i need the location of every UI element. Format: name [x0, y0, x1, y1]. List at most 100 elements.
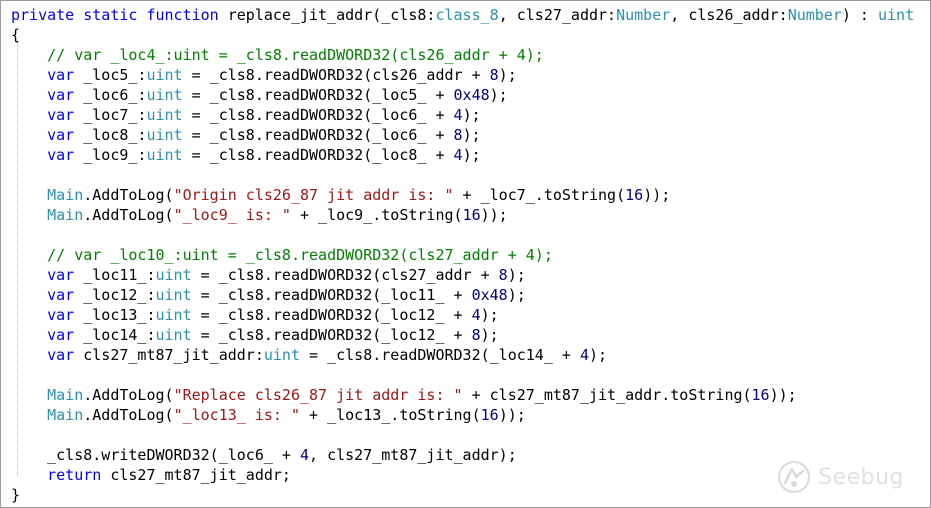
code-token: uint — [155, 326, 192, 344]
code-token: replace_jit_addr(_cls8: — [227, 6, 436, 24]
code-line: ​ — [11, 225, 914, 245]
code-line: var _loc14_:uint = _cls8.readDWORD32(_lo… — [11, 325, 914, 345]
code-token: )); — [643, 186, 671, 204]
code-token: _loc6_: — [74, 86, 147, 104]
code-token: + _loc7_.toString( — [453, 186, 626, 204]
code-token: + _loc9_.toString( — [290, 206, 463, 224]
code-token: ); — [589, 346, 608, 364]
code-token — [11, 246, 47, 264]
code-token — [11, 346, 47, 364]
code-token — [11, 286, 47, 304]
code-token: ); — [480, 306, 499, 324]
code-token: private static function — [11, 6, 228, 24]
code-token: , cls26_addr: — [670, 6, 788, 24]
code-token — [11, 46, 47, 64]
code-token: )); — [498, 406, 526, 424]
code-token — [11, 126, 47, 144]
code-token: = _cls8.readDWORD32(_loc6_ + — [182, 126, 454, 144]
code-line: var _loc6_:uint = _cls8.readDWORD32(_loc… — [11, 85, 914, 105]
code-token — [11, 106, 47, 124]
code-token: return — [47, 466, 102, 484]
code-line: Main.AddToLog("_loc13_ is: " + _loc13_.t… — [11, 405, 914, 425]
code-line: ​ — [11, 165, 914, 185]
code-token — [11, 146, 47, 164]
code-token: ); — [480, 326, 499, 344]
code-token: _loc9_: — [74, 146, 147, 164]
code-token: Number — [616, 6, 671, 24]
code-token: )); — [480, 206, 508, 224]
code-block: private static function replace_jit_addr… — [11, 5, 914, 505]
code-token — [11, 86, 47, 104]
code-line: var _loc12_:uint = _cls8.readDWORD32(_lo… — [11, 285, 914, 305]
code-token: // var _loc10_:uint = _cls8.readDWORD32(… — [47, 246, 553, 264]
code-token: ) : — [841, 6, 878, 24]
code-token: ); — [507, 266, 526, 284]
code-token: cls27_mt87_jit_addr; — [101, 466, 291, 484]
code-token: var — [47, 126, 75, 144]
code-token: uint — [146, 86, 183, 104]
code-token: 8 — [453, 126, 463, 144]
code-line: { — [11, 25, 914, 45]
code-token: } — [11, 486, 21, 504]
code-token: _loc5_: — [74, 66, 147, 84]
code-token: _loc8_: — [74, 126, 147, 144]
code-token: 0x48 — [471, 286, 508, 304]
code-token: .AddToLog( — [83, 186, 174, 204]
code-token: 8 — [489, 66, 499, 84]
code-token: uint — [146, 146, 183, 164]
code-token — [11, 386, 47, 404]
code-token: 4 — [579, 346, 589, 364]
code-token: uint — [878, 6, 915, 24]
code-token: uint — [146, 126, 183, 144]
code-token: = _cls8.readDWORD32(_loc12_ + — [191, 326, 472, 344]
code-token: cls27_mt87_jit_addr: — [74, 346, 264, 364]
code-token: // var _loc4_:uint = _cls8.readDWORD32(c… — [47, 46, 544, 64]
code-token: + cls27_mt87_jit_addr.toString( — [462, 386, 752, 404]
code-token: 0x48 — [453, 86, 490, 104]
code-token: ); — [462, 126, 481, 144]
code-token — [11, 306, 47, 324]
code-token: _cls8.writeDWORD32(_loc6_ + — [11, 446, 300, 464]
code-line: var _loc8_:uint = _cls8.readDWORD32(_loc… — [11, 125, 914, 145]
code-token: var — [47, 326, 75, 344]
code-token: "_loc13_ is: " — [173, 406, 300, 424]
code-token: = _cls8.readDWORD32(_loc11_ + — [191, 286, 472, 304]
code-token: _loc12_: — [74, 286, 156, 304]
code-token: _loc14_: — [74, 326, 156, 344]
code-line: var _loc5_:uint = _cls8.readDWORD32(cls2… — [11, 65, 914, 85]
code-token: = _cls8.readDWORD32(cls26_addr + — [182, 66, 490, 84]
code-token: = _cls8.readDWORD32(_loc5_ + — [182, 86, 454, 104]
code-line: _cls8.writeDWORD32(_loc6_ + 4, cls27_mt8… — [11, 445, 914, 465]
code-token: ); — [462, 146, 481, 164]
code-token: { — [11, 26, 21, 44]
code-token: 4 — [453, 146, 463, 164]
code-token: uint — [155, 266, 192, 284]
watermark-text: Seebug — [818, 464, 904, 490]
code-token: 16 — [462, 206, 481, 224]
code-token: "Origin cls26_87 jit addr is: " — [173, 186, 454, 204]
code-line: var _loc7_:uint = _cls8.readDWORD32(_loc… — [11, 105, 914, 125]
code-token: _loc13_: — [74, 306, 156, 324]
code-token: var — [47, 346, 75, 364]
code-token: var — [47, 266, 75, 284]
code-token: , cls27_mt87_jit_addr); — [309, 446, 517, 464]
code-token: = _cls8.readDWORD32(_loc8_ + — [182, 146, 454, 164]
seebug-watermark: Seebug — [776, 459, 904, 495]
code-line: // var _loc10_:uint = _cls8.readDWORD32(… — [11, 245, 914, 265]
code-token: = _cls8.readDWORD32(_loc12_ + — [191, 306, 472, 324]
code-token: Main — [47, 386, 84, 404]
code-token: .AddToLog( — [83, 206, 174, 224]
code-token: Main — [47, 206, 84, 224]
code-line: return cls27_mt87_jit_addr; — [11, 465, 914, 485]
code-line: } — [11, 485, 914, 505]
code-token: class_8 — [435, 6, 499, 24]
code-line: var _loc11_:uint = _cls8.readDWORD32(cls… — [11, 265, 914, 285]
code-token: var — [47, 86, 75, 104]
code-token: "Replace cls26_87 jit addr is: " — [173, 386, 463, 404]
code-token: = _cls8.readDWORD32(cls27_addr + — [191, 266, 499, 284]
code-token — [11, 326, 47, 344]
code-line: var _loc13_:uint = _cls8.readDWORD32(_lo… — [11, 305, 914, 325]
code-token: 4 — [471, 306, 481, 324]
code-token: ); — [498, 66, 517, 84]
